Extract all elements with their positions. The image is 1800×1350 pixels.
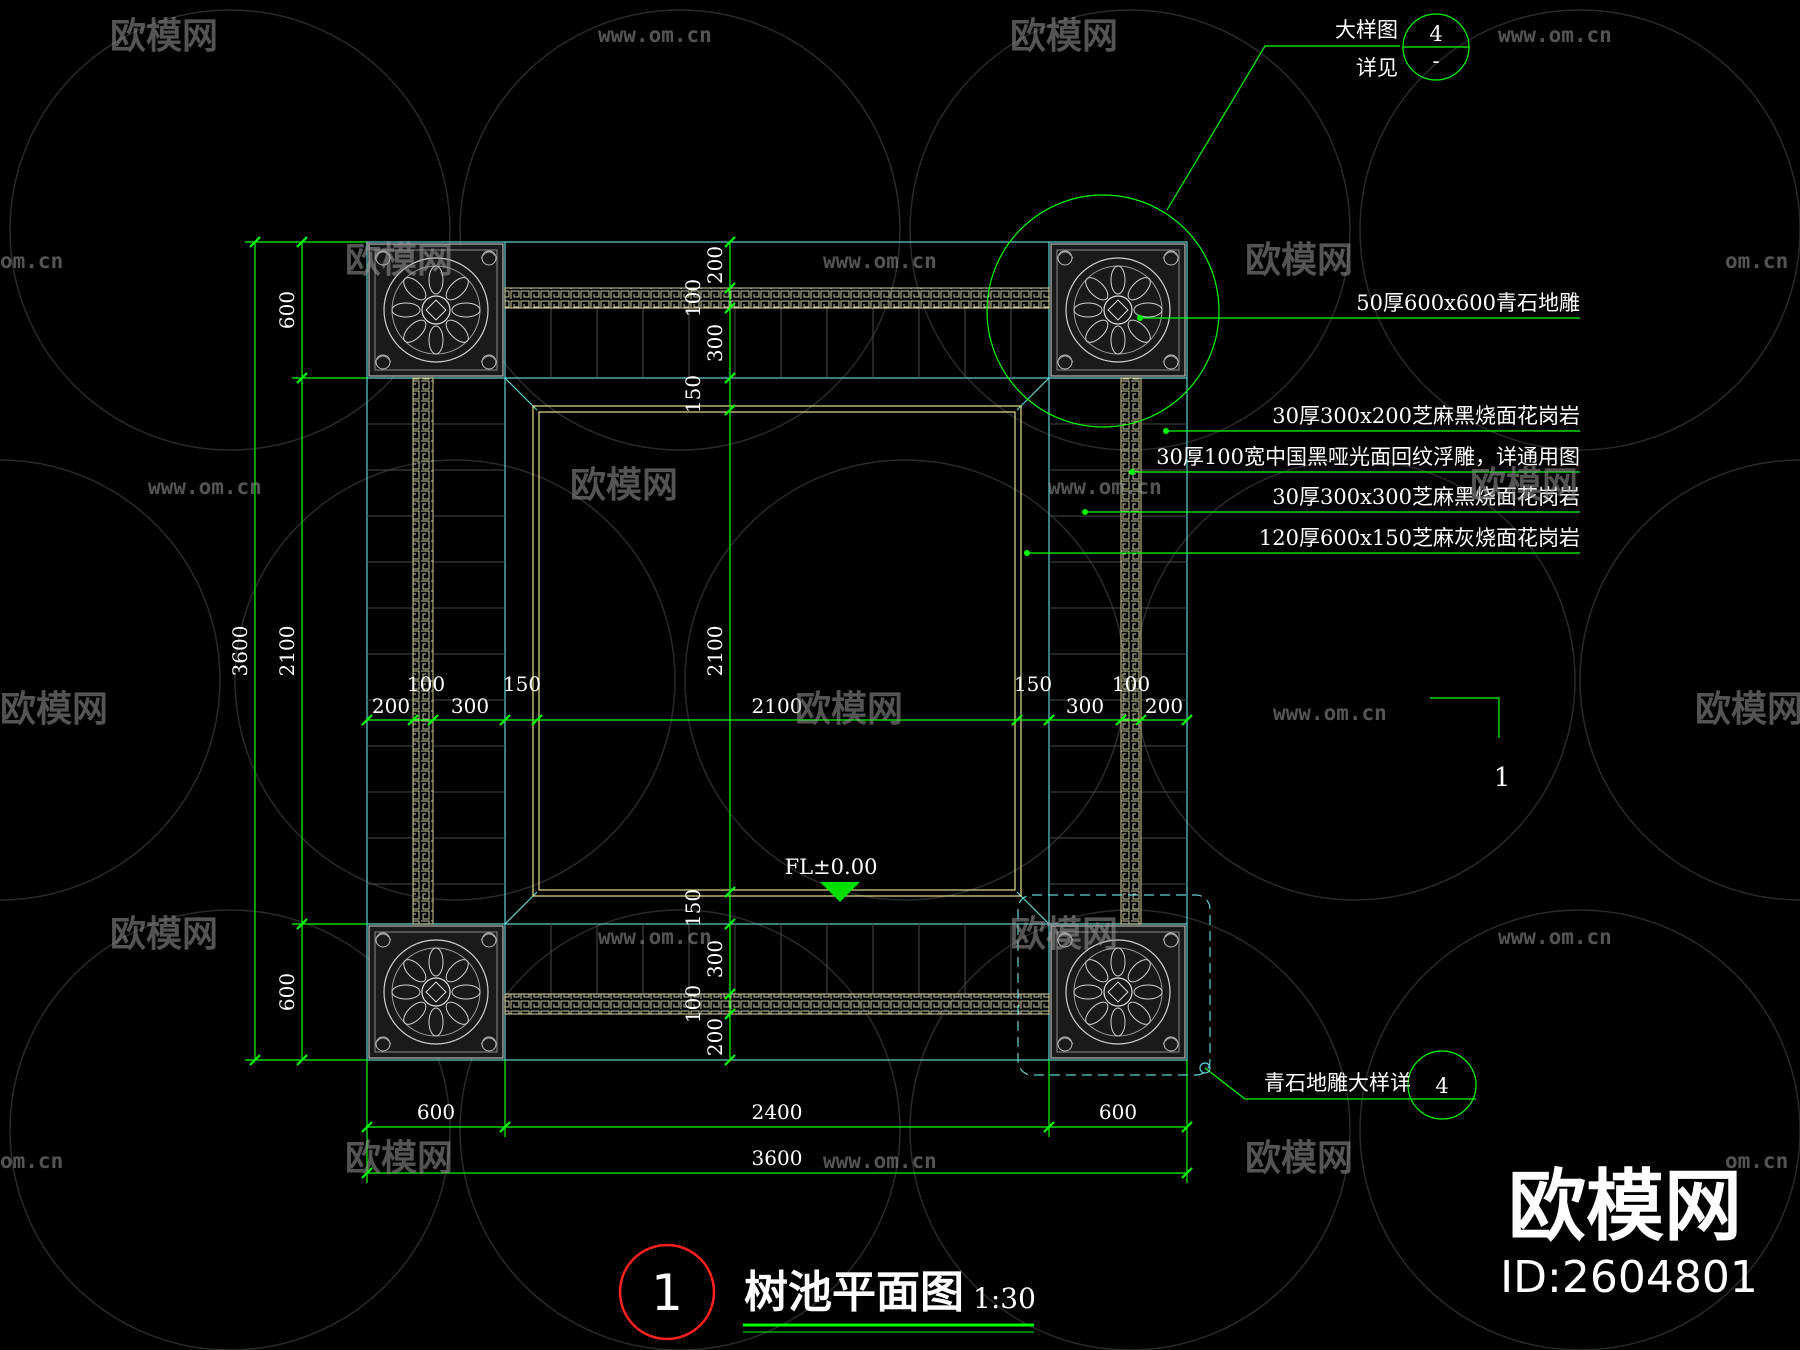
dim-bottom-300: 300 (703, 940, 727, 978)
fret-relief-bands (412, 287, 1142, 1015)
dim-row-right-150: 150 (1014, 672, 1052, 696)
callout-top-label: 大样图 (1335, 18, 1398, 42)
watermark-ring (9, 909, 451, 1350)
bluestone-carving-tile (1050, 925, 1186, 1059)
watermark-brand: 欧模网 (1010, 16, 1118, 57)
annotation-granite-600x150: 120厚600x150芝麻灰烧面花岗岩 (1259, 526, 1580, 550)
annotation-bluestone-carving: 50厚600x600青石地雕 (1356, 291, 1580, 315)
dim-bottom-right: 600 (1099, 1100, 1137, 1124)
watermark-brand-large: 欧模网 (1508, 1162, 1742, 1252)
watermark-ring (1359, 909, 1800, 1350)
watermark-brand: 欧模网 (570, 465, 678, 506)
dim-top-150: 150 (681, 375, 705, 413)
callout-top-ref: 详见 (1356, 56, 1398, 80)
annotation-fret-relief: 30厚100宽中国黑哑光面回纹浮雕，详通用图 (1156, 445, 1580, 469)
watermark-ring (684, 459, 1126, 901)
watermark-url: www.om.cn (823, 249, 937, 273)
watermark-ring (234, 459, 676, 901)
dim-bottom-total: 3600 (752, 1146, 803, 1170)
watermark-brand: 欧模网 (1245, 1138, 1353, 1179)
dim-top-100: 100 (681, 279, 705, 317)
watermark-brand: 欧模网 (1470, 465, 1578, 506)
dim-top-200: 200 (703, 246, 727, 284)
bluestone-carving-tile (1050, 243, 1186, 377)
watermark-brand: 欧模网 (1245, 240, 1353, 281)
planting-edge (532, 405, 1022, 897)
elevation-marker (820, 882, 860, 902)
watermark-url: www.om.cn (1048, 475, 1162, 499)
watermark-url: www.om.cn (1498, 23, 1612, 47)
dim-row-left-150: 150 (503, 672, 541, 696)
callout-bottom-label: 青石地雕大样详 (1264, 1071, 1411, 1095)
watermark-brand: 欧模网 (0, 689, 108, 730)
granite-paving-grid (367, 308, 1187, 994)
tree-pit-outline (366, 241, 1188, 1061)
dim-row-left-200: 200 (372, 694, 410, 718)
dim-row-right-100: 100 (1112, 672, 1150, 696)
dim-top-300: 300 (703, 324, 727, 362)
watermark-url: www.om.cn (598, 23, 712, 47)
dim-left-total: 3600 (228, 626, 252, 677)
leader-dots (1024, 315, 1169, 556)
bluestone-carvings (368, 243, 1186, 1059)
bluestone-carving-tile (368, 925, 504, 1059)
annotation-granite-300x200: 30厚300x200芝麻黑烧面花岗岩 (1272, 404, 1580, 428)
watermark-brand: 欧模网 (1010, 914, 1118, 955)
watermark-brand: 欧模网 (345, 1138, 453, 1179)
elevation-label: FL±0.00 (785, 855, 878, 879)
dim-row-center: 2100 (752, 694, 803, 718)
callout-bottom-number: 4 (1435, 1074, 1448, 1098)
watermark-ring (459, 9, 901, 451)
dim-bottom-100: 100 (681, 985, 705, 1023)
watermark-url: www.om.cn (1273, 701, 1387, 725)
watermark-url: om.cn (0, 1149, 63, 1173)
watermark-ring (1359, 9, 1800, 451)
annotation-granite-300x300: 30厚300x300芝麻黑烧面花岗岩 (1272, 485, 1580, 509)
dim-row-left-100: 100 (407, 672, 445, 696)
watermark-brand: 欧模网 (1695, 689, 1800, 730)
dim-left-top: 600 (275, 291, 299, 329)
dim-left-bottom: 600 (275, 973, 299, 1011)
drawing-title: 树池平面图 (744, 1267, 964, 1318)
dim-bottom-left: 600 (417, 1100, 455, 1124)
title-number-circle (618, 1243, 716, 1341)
dim-center-vertical: 2100 (703, 626, 727, 677)
watermark-brand: 欧模网 (345, 240, 453, 281)
callout-top-number: 4 (1429, 22, 1442, 46)
dim-bottom-150: 150 (681, 889, 705, 927)
watermark-url: www.om.cn (598, 925, 712, 949)
watermark-brand: 欧模网 (110, 16, 218, 57)
dimension-lines (245, 236, 1193, 1183)
dim-row-right-200: 200 (1145, 694, 1183, 718)
dim-row-left-300: 300 (451, 694, 489, 718)
section-mark-number: 1 (1494, 763, 1511, 793)
watermark-url: om.cn (0, 249, 63, 273)
watermark-ring (0, 459, 221, 901)
watermark-ring (9, 9, 451, 451)
drawing-scale: 1:30 (973, 1282, 1036, 1315)
watermark-id: ID:2604801 (1500, 1252, 1758, 1303)
watermark-ring (1579, 459, 1800, 901)
watermark-brand: 欧模网 (795, 689, 903, 730)
dim-row-right-300: 300 (1066, 694, 1104, 718)
dim-left-mid: 2100 (275, 626, 299, 677)
watermark-url: www.om.cn (823, 1149, 937, 1173)
watermark-url: om.cn (1725, 1149, 1788, 1173)
dim-bottom-mid: 2400 (752, 1100, 803, 1124)
watermark-url: om.cn (1725, 249, 1788, 273)
watermark-url: www.om.cn (1498, 925, 1612, 949)
dim-bottom-200: 200 (703, 1018, 727, 1056)
watermark-url: www.om.cn (148, 475, 262, 499)
callout-top-sheet: - (1432, 49, 1439, 73)
title-number: 1 (651, 1264, 683, 1322)
watermark-ring (459, 909, 901, 1350)
annotation-leaders (986, 13, 1580, 1120)
bluestone-carving-tile (368, 243, 504, 377)
watermark-brand: 欧模网 (110, 914, 218, 955)
